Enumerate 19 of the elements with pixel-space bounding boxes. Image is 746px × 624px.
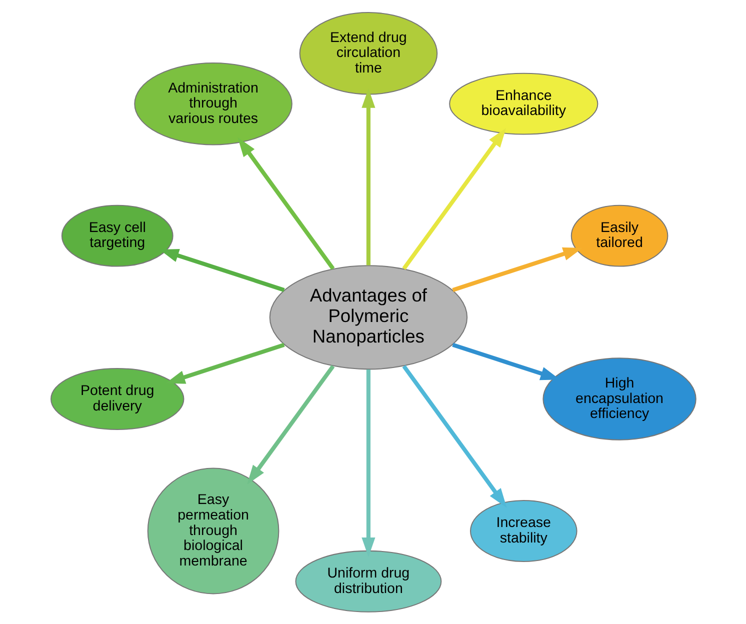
arrow [361, 88, 375, 266]
node-ellipse: Advantages of Polymeric Nanoparticles [268, 265, 468, 370]
node-ellipse: Easily tailored [570, 204, 668, 267]
node-ellipse: Increase stability [469, 500, 577, 562]
node-ellipse: High encapsulation efficiency [542, 358, 696, 440]
arrow [452, 247, 582, 292]
node-ellipse: Enhance bioavailability [448, 72, 598, 135]
arrow [402, 128, 506, 270]
arrow [361, 370, 375, 557]
arrow [402, 364, 506, 508]
node-ellipse: Easy cell targeting [60, 204, 173, 267]
arrow [246, 364, 334, 484]
arrow [452, 342, 560, 380]
node-circle: Easy permeation through biological membrane [146, 468, 279, 594]
node-ellipse: Potent drug delivery [50, 368, 184, 430]
node-ellipse: Administration through various routes [134, 62, 292, 146]
node-ellipse: Extend drug circulation time [298, 12, 438, 95]
arrow [237, 137, 334, 270]
node-ellipse: Uniform drug distribution [294, 550, 442, 612]
